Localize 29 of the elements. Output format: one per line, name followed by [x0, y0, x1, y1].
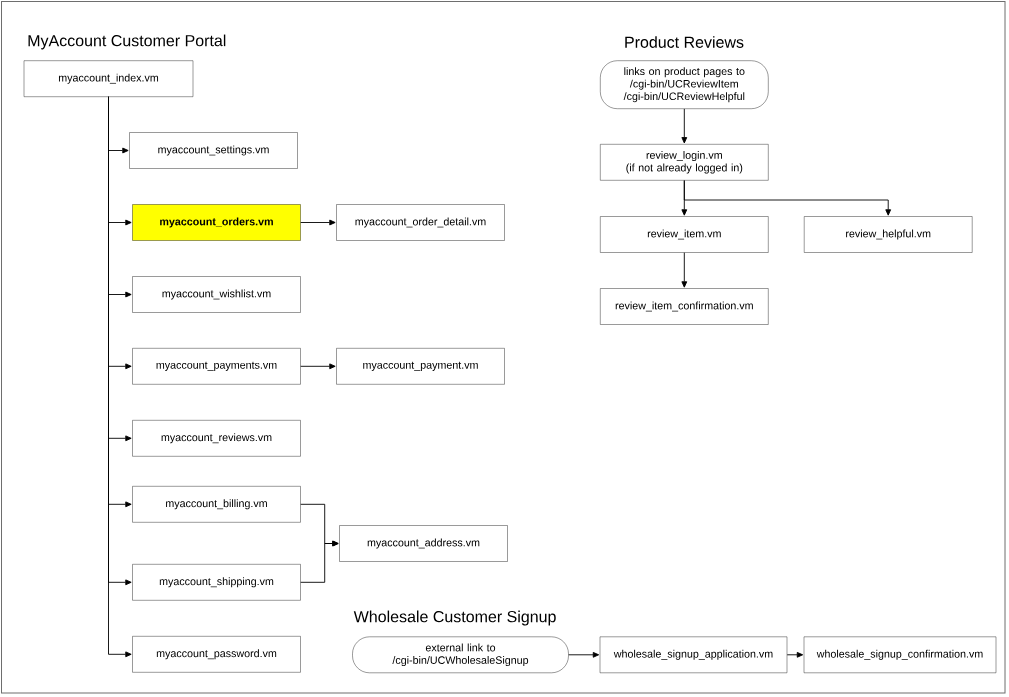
page-box: myaccount_index.vm — [23, 60, 194, 97]
page-box: myaccount_shipping.vm — [132, 564, 301, 601]
highlighted-box: myaccount_orders.vm — [132, 204, 301, 241]
page-box: myaccount_settings.vm — [129, 132, 298, 169]
section-heading: Wholesale Customer Signup — [353, 610, 556, 626]
connector-arrow — [683, 180, 892, 216]
page-box: myaccount_wishlist.vm — [132, 276, 301, 313]
page-box: myaccount_payment.vm — [336, 348, 505, 385]
page-box: wholesale_signup_application.vm — [599, 636, 788, 673]
page-box: review_login.vm (if not already logged in) — [600, 144, 769, 181]
connector-arrow — [681, 252, 688, 288]
connector-arrow — [300, 219, 336, 226]
connector-arrow — [568, 651, 600, 658]
page-box: myaccount_order_detail.vm — [336, 204, 505, 241]
connector-arrow — [300, 540, 339, 583]
connector-arrow — [786, 651, 804, 658]
start-terminal: links on product pages to /cgi-bin/UCReviewItem /cgi-bin/UCReviewHelpful — [600, 60, 769, 109]
page-box: myaccount_address.vm — [339, 525, 508, 562]
start-terminal: external link to /cgi-bin/UCWholesaleSignup — [352, 636, 569, 673]
page-box: wholesale_signup_confirmation.vm — [803, 636, 997, 673]
connector-arrow — [300, 363, 336, 370]
page-box: myaccount_billing.vm — [132, 486, 301, 523]
page-box: review_helpful.vm — [804, 216, 973, 253]
page-box: myaccount_password.vm — [132, 636, 301, 673]
connector-arrow — [681, 108, 688, 144]
page-box: myaccount_payments.vm — [132, 348, 301, 385]
page-box: myaccount_reviews.vm — [132, 420, 301, 457]
page-box: review_item.vm — [600, 216, 769, 253]
page-box: review_item_confirmation.vm — [600, 288, 769, 325]
